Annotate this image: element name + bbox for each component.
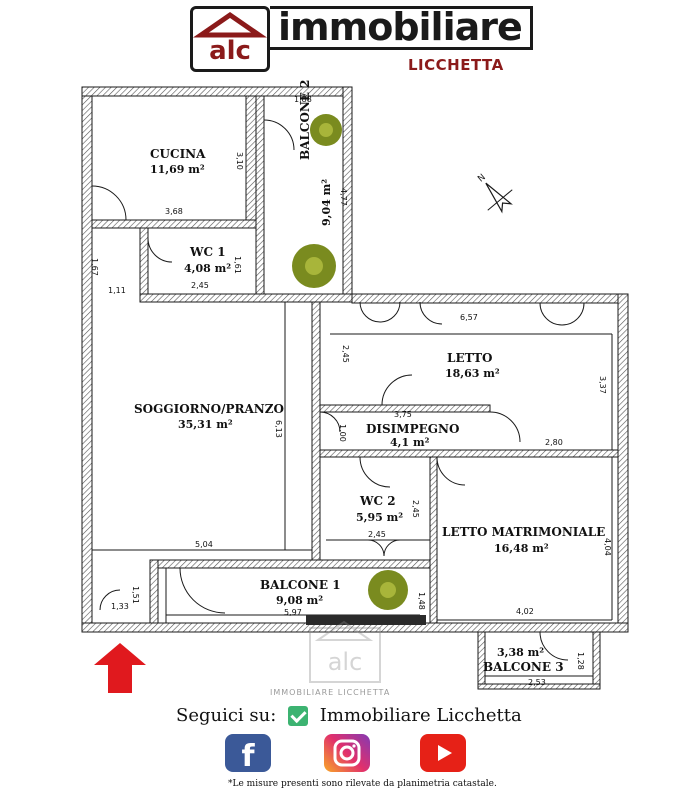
dim-label: 3,75 [394,410,412,419]
dim-label: 2,45 [368,530,386,539]
room-area-wc2: 5,95 m² [356,511,404,524]
room-name-soggiorno: SOGGIORNO/PRANZO [134,402,284,416]
floor-plan: N alc [81,86,629,690]
instagram-icon[interactable] [324,734,370,772]
outer-walls [81,86,629,690]
logo-title: immobiliare [270,6,533,50]
dim-label: 3,37 [598,376,607,394]
room-area-letto: 18,63 m² [445,367,500,380]
dim-label: 6,57 [460,313,478,322]
dim-label: 3,68 [165,207,183,216]
room-name-letto: LETTO [447,351,493,365]
room-area-disimpegno: 4,1 m² [390,436,430,449]
dim-label: 5,97 [284,608,302,617]
room-name-cucina: CUCINA [150,147,206,161]
page-name: Immobiliare Licchetta [319,705,522,726]
dim-label: 6,13 [274,420,283,438]
house-logo-icon: alc [192,11,268,66]
dim-label: 2,45 [411,500,420,518]
entrance-arrow-icon [94,643,146,693]
dim-label: 2,80 [545,438,563,447]
compass-icon: N [476,173,513,214]
room-area-balcone1: 9,08 m² [276,594,324,607]
room-area-balcone3: 3,38 m² [497,646,545,659]
facebook-icon[interactable]: f [225,734,271,774]
planter [306,615,426,625]
plant-icon [292,114,408,610]
svg-text:f: f [241,739,255,772]
room-name-matrimoniale: LETTO MATRIMONIALE [442,525,606,539]
follow-row: Seguici su: Immobiliare Licchetta [176,705,522,726]
room-area-matrimoniale: 16,48 m² [494,542,549,555]
dim-label: 1,88 [294,95,312,104]
interior-lines [92,302,613,677]
dim-label: 2,45 [191,281,209,290]
dim-label: 1,11 [108,286,126,295]
dim-label: 2,45 [341,345,350,363]
room-name-disimpegno: DISIMPEGNO [366,422,460,436]
svg-text:alc: alc [328,648,363,676]
dim-label: 1,51 [131,586,140,604]
dim-label: 4,04 [603,538,612,556]
check-icon [288,706,309,726]
svg-text:N: N [476,173,488,185]
youtube-icon[interactable] [420,734,466,772]
doors [91,119,585,661]
logo-mark: alc [190,6,270,72]
dim-label: 4,02 [516,607,534,616]
room-area-cucina: 11,69 m² [150,163,205,176]
dim-label: 2,53 [528,678,546,687]
dim-label: 1,67 [90,258,99,276]
watermark-logo: alc [309,620,381,683]
room-name-wc1: WC 1 [190,245,226,259]
room-area-balcone2: 9,04 m² [320,178,333,226]
dim-label: 1,61 [233,256,242,274]
room-area-wc1: 4,08 m² [184,262,232,275]
watermark-text: IMMOBILIARE LICCHETTA [270,688,391,697]
dim-label: 3,10 [235,152,244,170]
dim-label: 1,33 [111,602,129,611]
room-area-soggiorno: 35,31 m² [178,418,233,431]
dim-label: 1,48 [417,592,426,610]
logo-subtitle: LICCHETTA [408,56,504,74]
follow-label: Seguici su: [176,705,277,726]
room-name-wc2: WC 2 [360,494,396,508]
room-name-balcone3: BALCONE 3 [483,660,564,674]
dim-label: 1,28 [576,652,585,670]
room-name-balcone1: BALCONE 1 [260,578,341,592]
room-name-balcone2: BALCONE 2 [298,79,312,160]
disclaimer-note: *Le misure presenti sono rilevate da pla… [228,779,497,789]
dim-label: 5,04 [195,540,213,549]
svg-text:alc: alc [209,36,251,66]
dim-label: 1,00 [338,424,347,442]
dim-label: 4,77 [339,188,348,206]
